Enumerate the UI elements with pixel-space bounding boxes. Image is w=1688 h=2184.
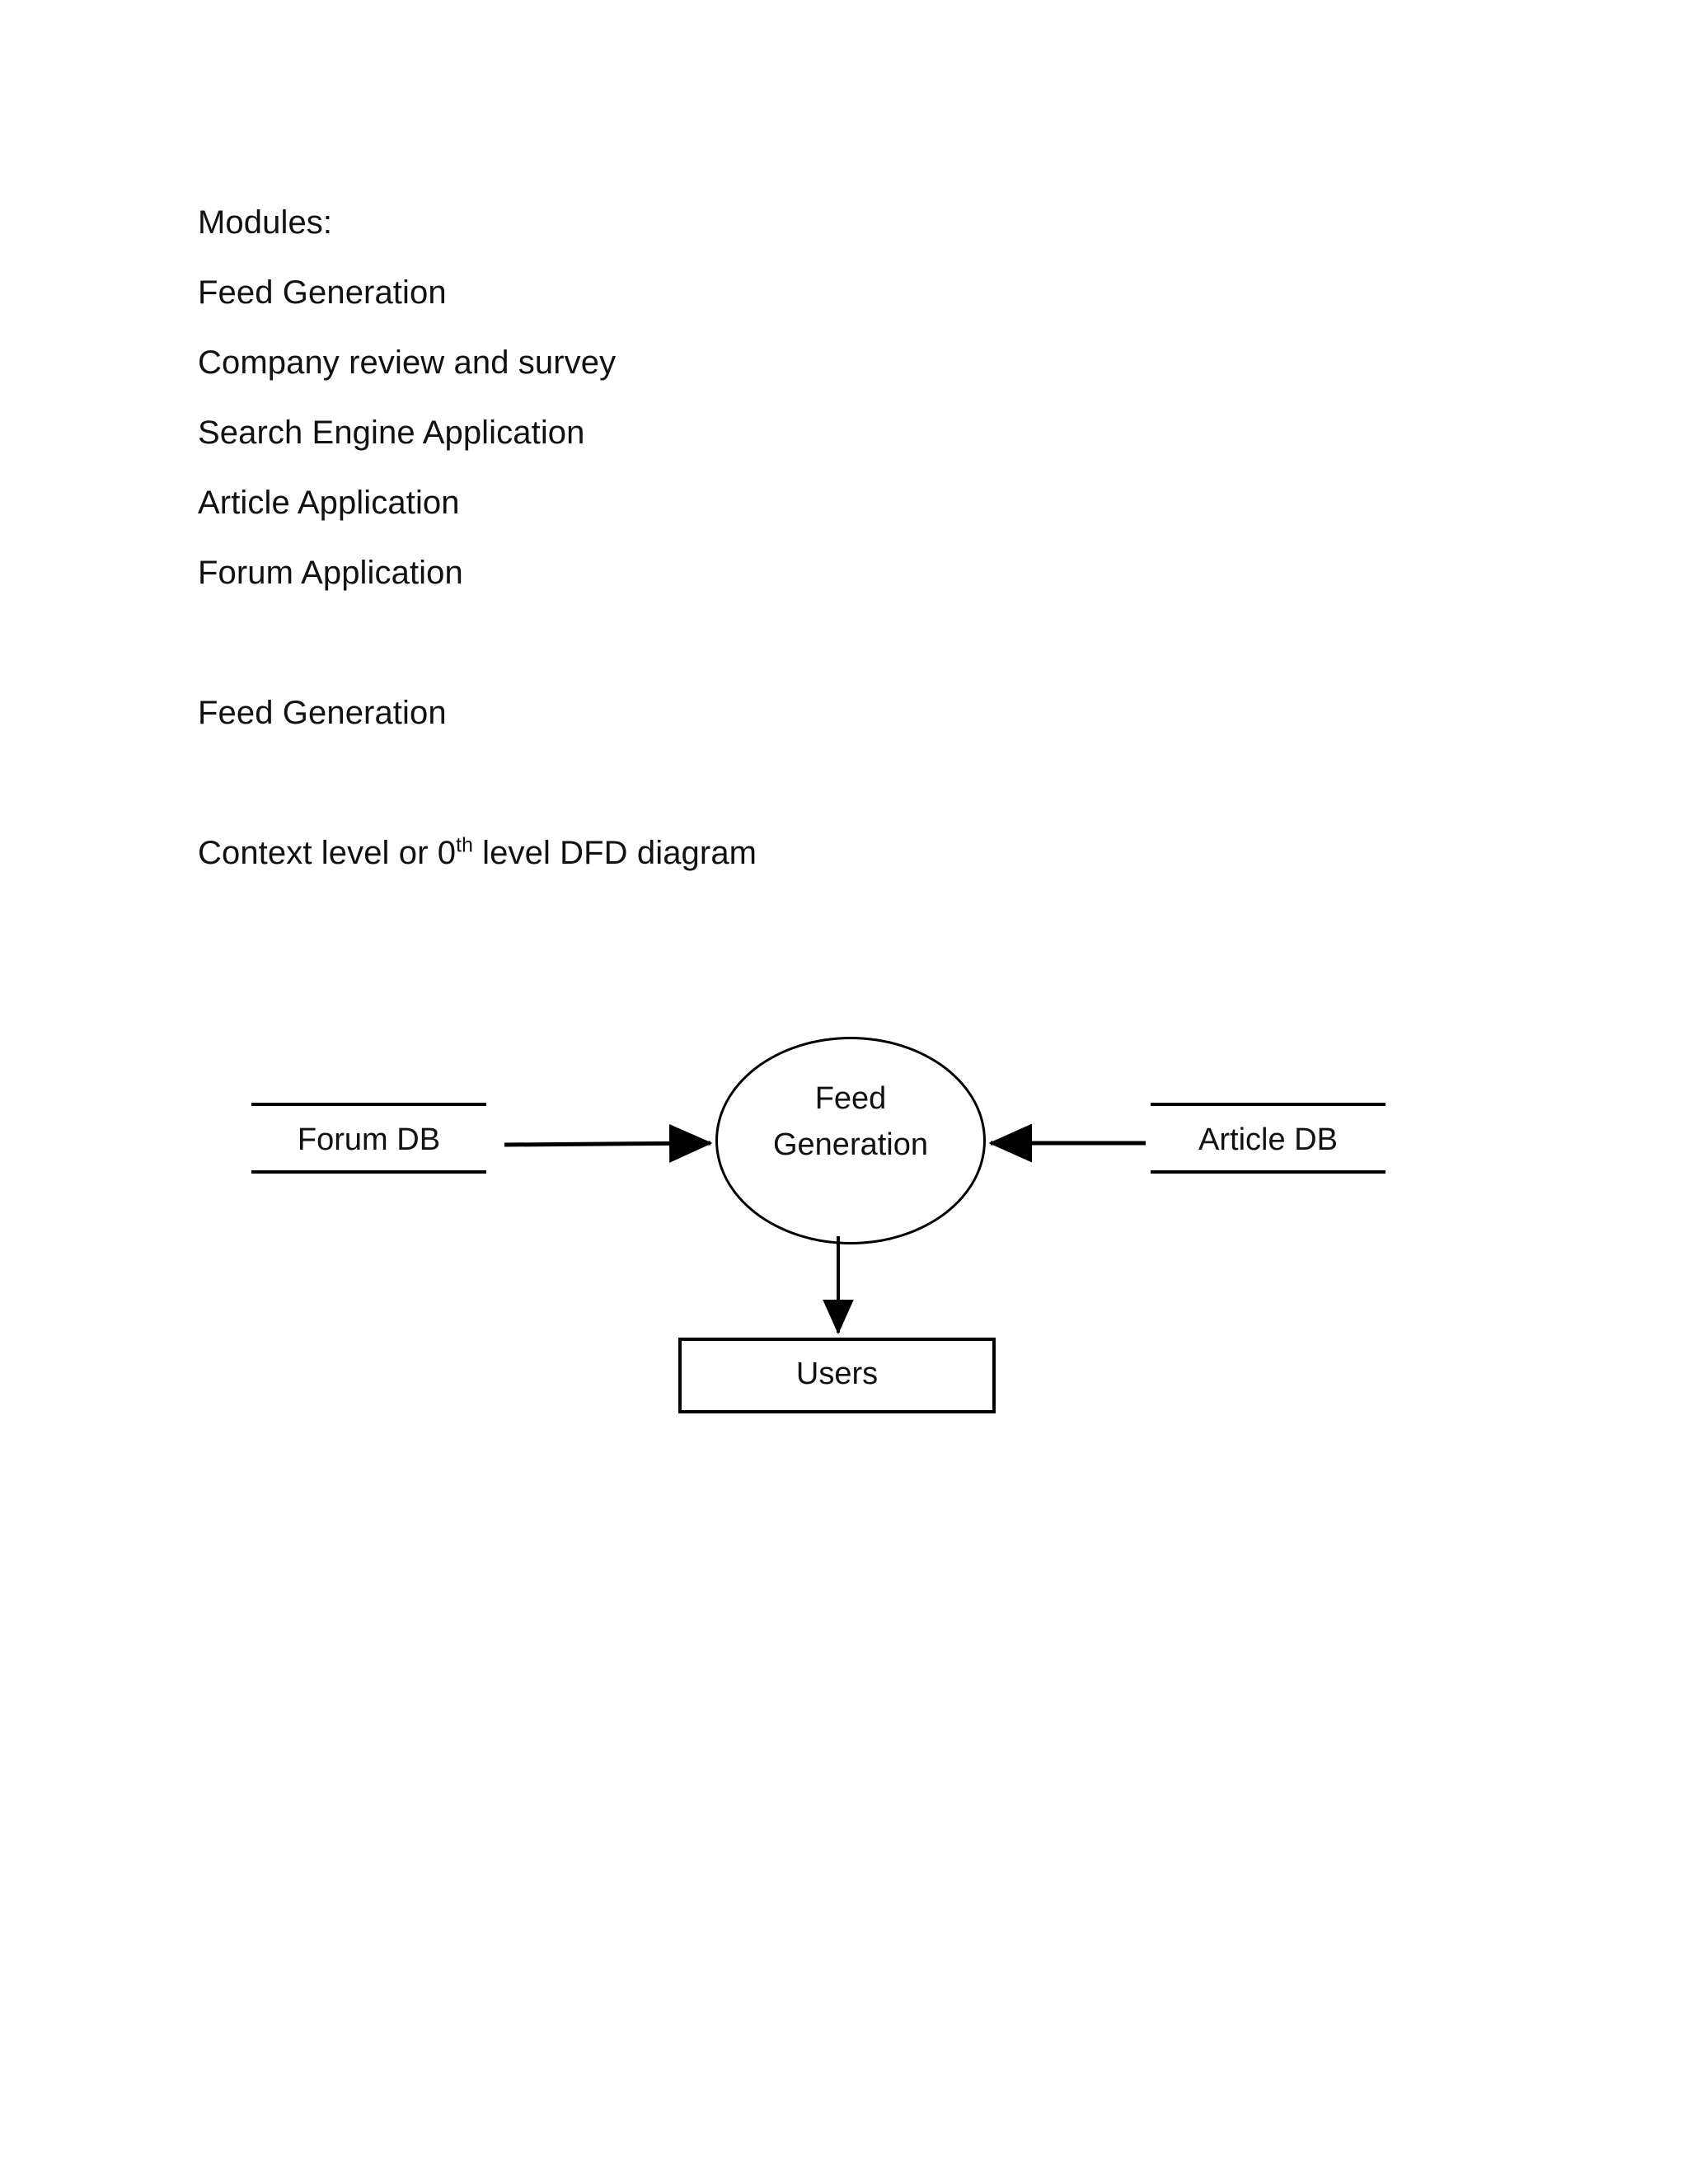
forum-db-top-rule (251, 1103, 486, 1106)
feed-generation-process-label: Feed Generation (715, 1076, 986, 1168)
article-db-top-rule (1151, 1103, 1386, 1106)
forum-db-label: Forum DB (297, 1122, 441, 1157)
feed-generation-process-ellipse (715, 1037, 986, 1244)
users-entity-box (678, 1338, 996, 1413)
feed-generation-label-line-2: Generation (772, 1127, 928, 1162)
feed-generation-label-line-1: Feed (814, 1081, 887, 1116)
article-db-label: Article DB (1198, 1122, 1338, 1157)
text-line-dfd-heading: Context level or 0th level DFD diagram (198, 818, 1434, 888)
article-db-bottom-rule (1151, 1170, 1386, 1174)
forum-db-bottom-rule (251, 1170, 486, 1174)
text-line-module-5: Forum Application (198, 555, 463, 591)
document-text-block: Modules: Feed Generation Company review … (198, 188, 1434, 888)
dfd-heading-after: level DFD diagram (472, 835, 757, 871)
dfd-heading-before: Context level or 0 (198, 835, 457, 871)
flow-forum-db-to-feed-generation (504, 1123, 713, 1163)
text-line-module-2: Company review and survey (198, 344, 617, 381)
text-line-modules-heading: Modules: (198, 204, 333, 241)
text-line-module-1: Feed Generation (198, 274, 447, 311)
text-line-section-heading: Feed Generation (198, 695, 447, 731)
text-line-module-4: Article Application (198, 485, 460, 521)
dfd-heading-superscript: th (456, 834, 473, 857)
text-line-module-3: Search Engine Application (198, 415, 585, 451)
users-entity-label: Users (795, 1357, 879, 1391)
